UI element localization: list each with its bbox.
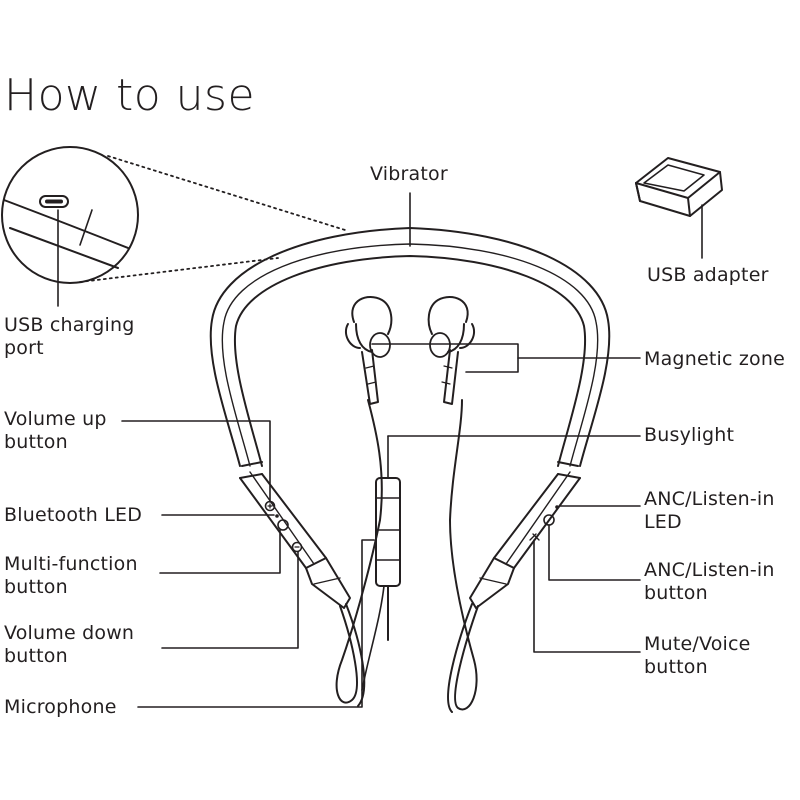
left-earbud xyxy=(344,295,393,405)
label-anc-listen-in-led: ANC/Listen-in LED xyxy=(644,488,775,533)
label-volume-down-button: Volume down button xyxy=(4,622,135,667)
label-vibrator: Vibrator xyxy=(370,163,448,185)
label-microphone: Microphone xyxy=(4,696,117,718)
label-bluetooth-led: Bluetooth LED xyxy=(4,504,143,526)
page-title: How to use xyxy=(4,70,256,121)
microphone-module xyxy=(375,477,401,587)
cables xyxy=(335,399,479,713)
right-earbud xyxy=(427,295,476,405)
left-control-pod xyxy=(239,471,351,609)
label-usb-adapter: USB adapter xyxy=(647,264,769,286)
label-mute-voice-button: Mute/Voice button xyxy=(644,633,751,678)
label-anc-listen-in-button: ANC/Listen-in button xyxy=(644,559,775,604)
label-busylight: Busylight xyxy=(644,424,735,446)
usb-adapter-icon xyxy=(635,157,723,217)
label-magnetic-zone: Magnetic zone xyxy=(644,348,785,370)
label-volume-up-button: Volume up button xyxy=(4,408,107,453)
usb-port-slot xyxy=(39,195,69,208)
label-multi-function-button: Multi-function button xyxy=(4,553,138,598)
right-control-pod xyxy=(469,471,581,609)
usb-port-zoom xyxy=(1,146,346,284)
leader-lines xyxy=(57,192,703,708)
label-usb-charging-port: USB charging port xyxy=(4,314,135,359)
